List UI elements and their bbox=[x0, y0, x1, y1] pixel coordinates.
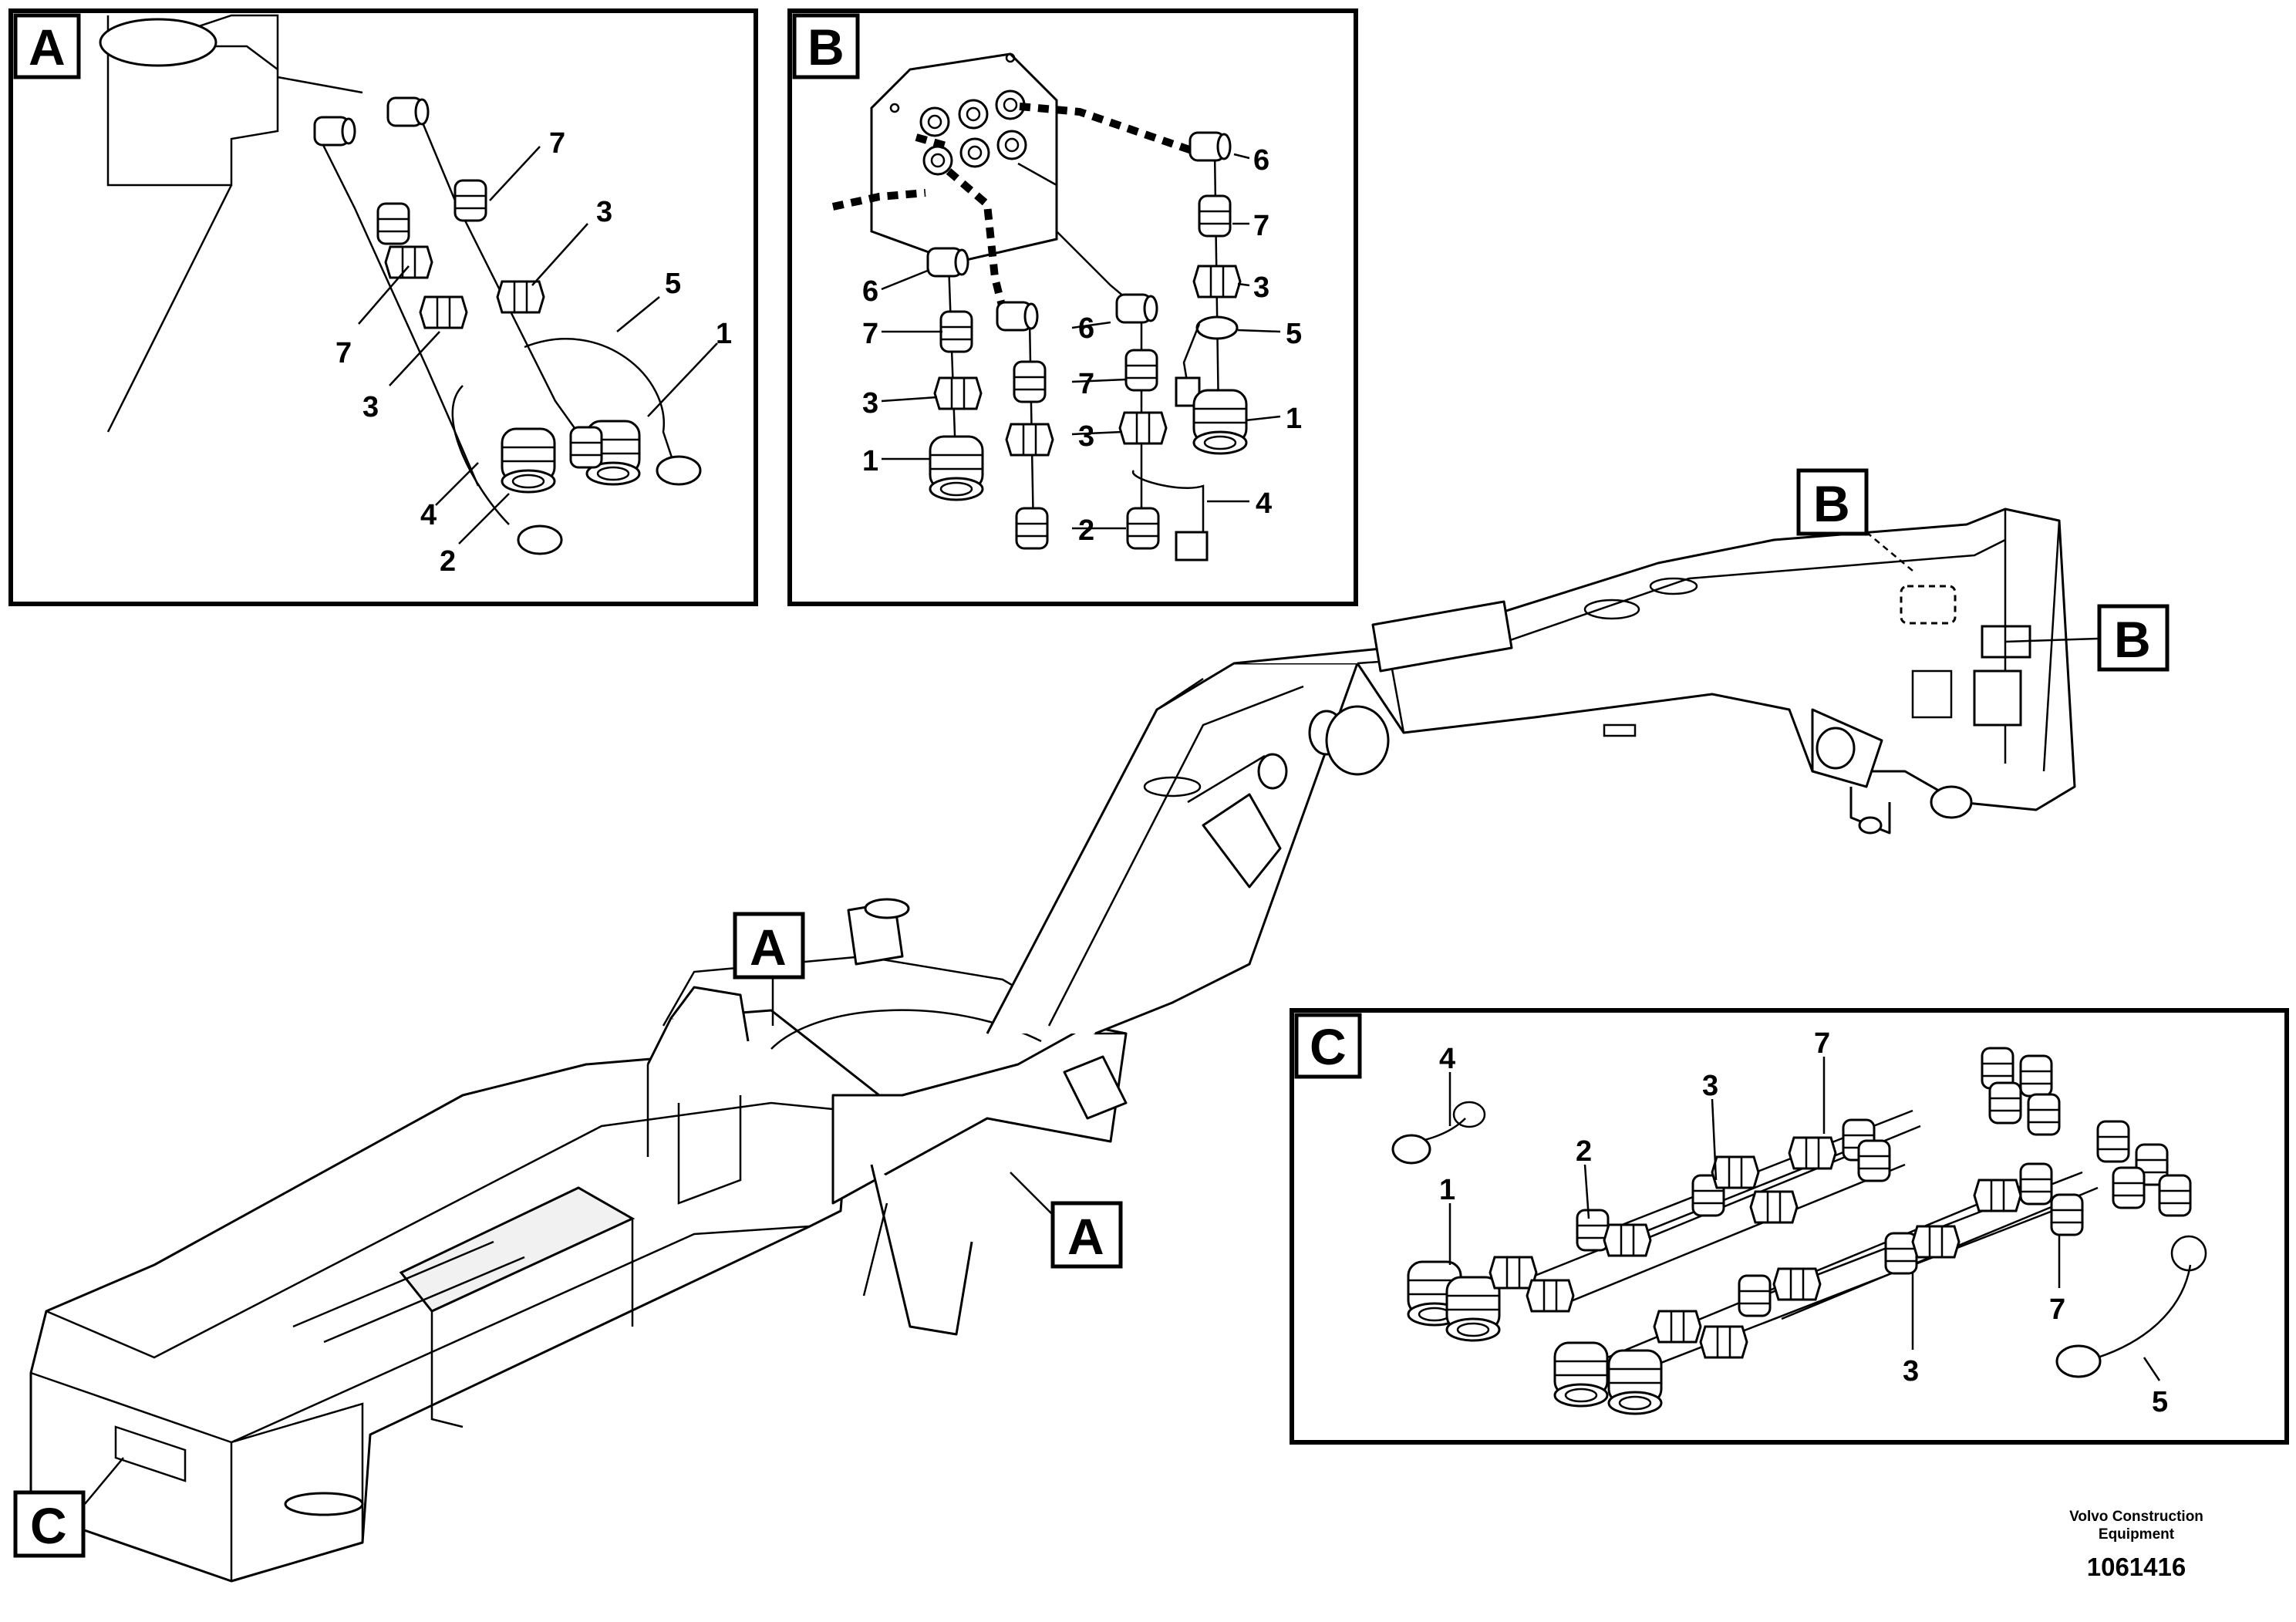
frame-marker-a-1 bbox=[733, 912, 805, 980]
callout-3: 3 bbox=[862, 387, 878, 420]
callout-1: 1 bbox=[862, 445, 878, 477]
detail-view-b-title: B bbox=[807, 19, 845, 76]
frame-marker-b-2 bbox=[2097, 604, 2170, 672]
document-number: 1061416 bbox=[2086, 1553, 2186, 1581]
callout-7: 7 bbox=[335, 337, 352, 369]
detail-view-a: 7 3 5 1 7 3 4 2 A bbox=[8, 8, 758, 606]
detail-view-a-tag bbox=[13, 13, 81, 79]
callout-5: 5 bbox=[2152, 1386, 2168, 1418]
frame-marker-a-label-2: A bbox=[1067, 1208, 1104, 1265]
frame-marker-c-label-1: C bbox=[30, 1497, 67, 1554]
detail-view-c-tag bbox=[1294, 1013, 1362, 1079]
callout-6: 6 bbox=[1078, 312, 1094, 345]
callout-7: 7 bbox=[1253, 210, 1269, 242]
callout-3: 3 bbox=[1702, 1070, 1718, 1102]
callout-4: 4 bbox=[420, 499, 437, 531]
frame-marker-b-1 bbox=[1796, 468, 1869, 536]
callout-2: 2 bbox=[1078, 514, 1094, 547]
frame-marker-a-label-1: A bbox=[750, 919, 787, 976]
detail-view-a-frame bbox=[8, 8, 758, 606]
frame-marker-b-label-2: B bbox=[2114, 611, 2151, 668]
detail-view-b: 6 7 3 5 1 6 7 3 1 6 7 3 2 4 B bbox=[787, 8, 1358, 606]
callout-5: 5 bbox=[1286, 318, 1302, 350]
callout-7: 7 bbox=[2049, 1293, 2065, 1326]
callout-4: 4 bbox=[1439, 1043, 1455, 1075]
callout-1: 1 bbox=[716, 318, 732, 350]
callout-1: 1 bbox=[1439, 1174, 1455, 1206]
callout-3: 3 bbox=[1903, 1355, 1919, 1388]
callout-7: 7 bbox=[1078, 368, 1094, 400]
callout-7: 7 bbox=[862, 318, 878, 350]
detail-view-a-title: A bbox=[29, 19, 66, 76]
document-footer: Volvo Construction Equipment 1061416 bbox=[2021, 1508, 2252, 1582]
callout-7: 7 bbox=[549, 127, 565, 160]
frame-marker-b-label-1: B bbox=[1813, 475, 1850, 532]
callout-3: 3 bbox=[362, 391, 379, 423]
machine-frame: B B A A C bbox=[13, 468, 2170, 1583]
frame-marker-c-1 bbox=[13, 1490, 86, 1558]
callout-3: 3 bbox=[1253, 271, 1269, 304]
callout-3: 3 bbox=[1078, 420, 1094, 453]
detail-view-c-title: C bbox=[1310, 1018, 1347, 1075]
detail-view-b-frame bbox=[787, 8, 1358, 606]
callout-6: 6 bbox=[1253, 144, 1269, 177]
callout-4: 4 bbox=[1256, 487, 1272, 520]
detail-view-c: 4 7 3 2 1 7 3 5 C bbox=[1290, 1008, 2289, 1445]
frame-marker-a-2 bbox=[1050, 1201, 1123, 1269]
callout-1: 1 bbox=[1286, 403, 1302, 435]
company-name: Volvo Construction bbox=[2069, 1509, 2203, 1525]
callout-3: 3 bbox=[596, 196, 612, 228]
detail-view-c-frame bbox=[1290, 1008, 2289, 1445]
company-name-line2: Equipment bbox=[2098, 1526, 2175, 1543]
callout-6: 6 bbox=[862, 275, 878, 308]
callout-5: 5 bbox=[665, 268, 681, 300]
callout-2: 2 bbox=[1576, 1135, 1592, 1168]
callout-7: 7 bbox=[1814, 1027, 1830, 1060]
detail-view-b-tag bbox=[792, 13, 860, 79]
callout-2: 2 bbox=[440, 545, 456, 578]
